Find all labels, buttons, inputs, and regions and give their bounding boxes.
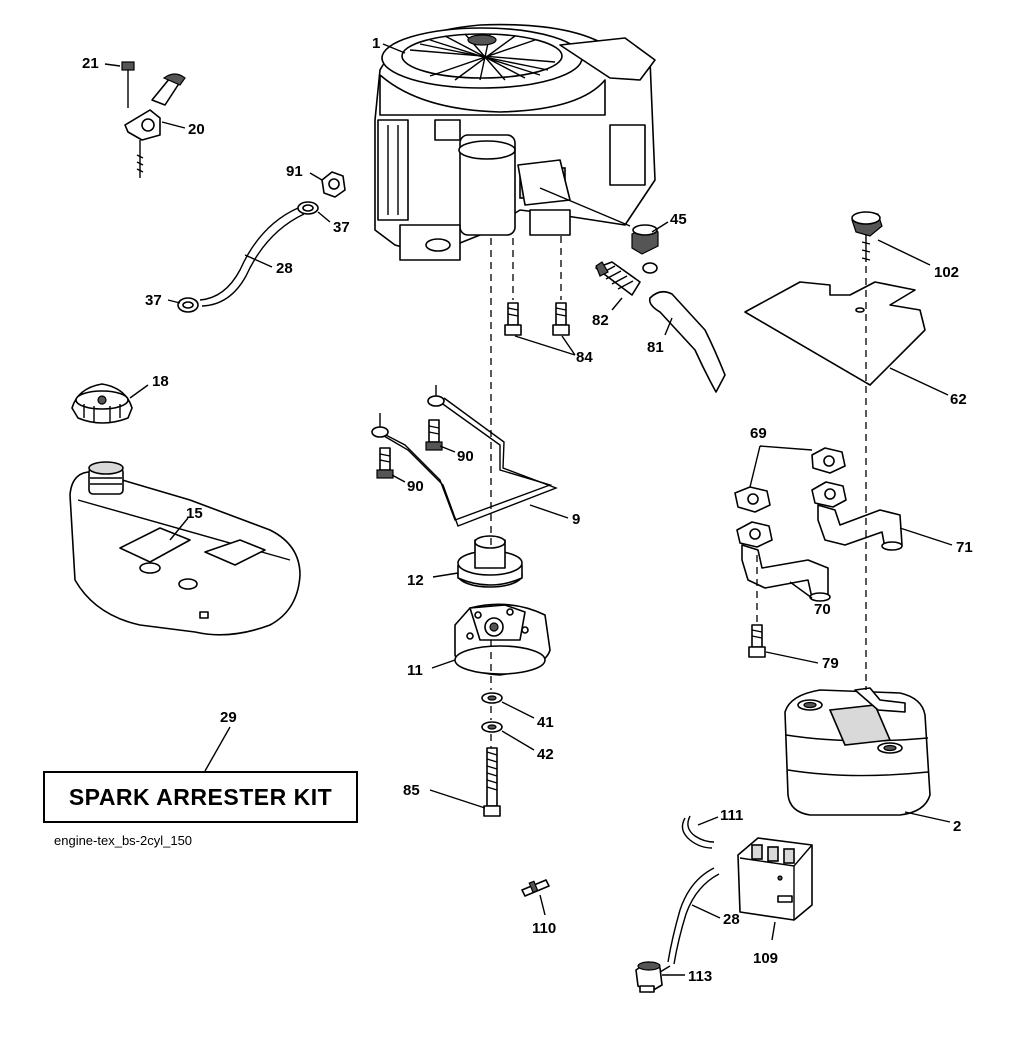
callout-113: 113 xyxy=(688,968,712,985)
callout-82: 82 xyxy=(592,312,609,329)
clamp-part-37-bottom[interactable] xyxy=(177,297,199,313)
valve-part-113[interactable] xyxy=(635,961,671,993)
callout-28-bottom: 28 xyxy=(723,911,740,928)
callout-111: 111 xyxy=(720,807,743,824)
callout-79: 79 xyxy=(822,655,839,672)
canister-part-109[interactable] xyxy=(737,837,813,921)
callout-69: 69 xyxy=(750,425,767,442)
wire-harness-part-9[interactable] xyxy=(371,385,558,527)
filter-part-45[interactable] xyxy=(631,224,659,255)
screw-part-79[interactable] xyxy=(748,624,766,658)
pulley-part-12[interactable] xyxy=(457,535,523,588)
callout-37-bottom: 37 xyxy=(145,292,162,309)
diagram-reference-code: engine-tex_bs-2cyl_150 xyxy=(54,833,193,848)
screw-part-84-left[interactable] xyxy=(504,302,522,336)
exhaust-pipe-part-71[interactable] xyxy=(811,481,903,551)
callout-9: 9 xyxy=(572,511,580,528)
callout-71: 71 xyxy=(956,539,973,556)
washer-part-42[interactable] xyxy=(481,721,503,733)
callout-29: 29 xyxy=(220,709,237,726)
callout-62: 62 xyxy=(950,391,967,408)
callout-21: 21 xyxy=(82,55,99,72)
callout-84: 84 xyxy=(576,349,593,366)
callout-11: 11 xyxy=(407,662,423,679)
callout-2: 2 xyxy=(953,818,961,835)
spark-arrester-kit-label: SPARK ARRESTER KIT xyxy=(68,783,333,810)
callout-1: 1 xyxy=(372,35,380,52)
callout-102: 102 xyxy=(934,264,959,281)
callout-20: 20 xyxy=(188,121,205,138)
callout-42: 42 xyxy=(537,746,554,763)
fuel-line-part-28-lower[interactable] xyxy=(667,867,720,965)
heat-shield-part-62[interactable] xyxy=(744,281,926,386)
fitting-part-91[interactable] xyxy=(321,171,346,198)
throttle-control-part-20[interactable] xyxy=(124,73,186,178)
callout-109: 109 xyxy=(753,950,778,967)
fuel-tank-part-15[interactable] xyxy=(69,461,301,636)
callout-12: 12 xyxy=(407,572,424,589)
exhaust-pipe-part-70[interactable] xyxy=(736,521,831,602)
hose-part-81[interactable] xyxy=(648,290,726,393)
callout-85: 85 xyxy=(403,782,420,799)
muffler-part-2[interactable] xyxy=(784,687,931,816)
fuel-cap-part-18[interactable] xyxy=(71,383,133,424)
pin-part-110[interactable] xyxy=(521,879,550,897)
screw-part-84-right[interactable] xyxy=(552,302,570,336)
callout-81: 81 xyxy=(647,339,664,356)
callout-90-lower: 90 xyxy=(407,478,424,495)
fitting-part-82[interactable] xyxy=(595,261,658,296)
callout-15: 15 xyxy=(186,505,203,522)
callout-91: 91 xyxy=(286,163,303,180)
screw-part-90-upper[interactable] xyxy=(425,419,443,451)
callout-45: 45 xyxy=(670,211,687,228)
screw-part-90-lower[interactable] xyxy=(376,447,394,479)
hose-part-111[interactable] xyxy=(681,815,715,849)
bolt-part-85[interactable] xyxy=(483,747,501,817)
clutch-part-11[interactable] xyxy=(454,603,551,676)
callout-70: 70 xyxy=(814,601,831,618)
gasket-part-69-lower[interactable] xyxy=(734,486,771,513)
callout-90-upper: 90 xyxy=(457,448,474,465)
spark-arrester-kit-box[interactable]: SPARK ARRESTER KIT xyxy=(43,771,358,823)
washer-part-41[interactable] xyxy=(481,692,503,704)
callout-18: 18 xyxy=(152,373,169,390)
callout-110: 110 xyxy=(532,920,556,937)
fuel-line-part-28[interactable] xyxy=(199,207,305,307)
callout-41: 41 xyxy=(537,714,554,731)
gasket-part-69-upper[interactable] xyxy=(811,447,846,474)
screw-part-21[interactable] xyxy=(121,61,135,108)
callout-37-top: 37 xyxy=(333,219,350,236)
knob-part-102[interactable] xyxy=(851,211,883,262)
engine-part-1[interactable] xyxy=(374,23,656,261)
clamp-part-37-top[interactable] xyxy=(297,201,319,215)
callout-28-top: 28 xyxy=(276,260,293,277)
